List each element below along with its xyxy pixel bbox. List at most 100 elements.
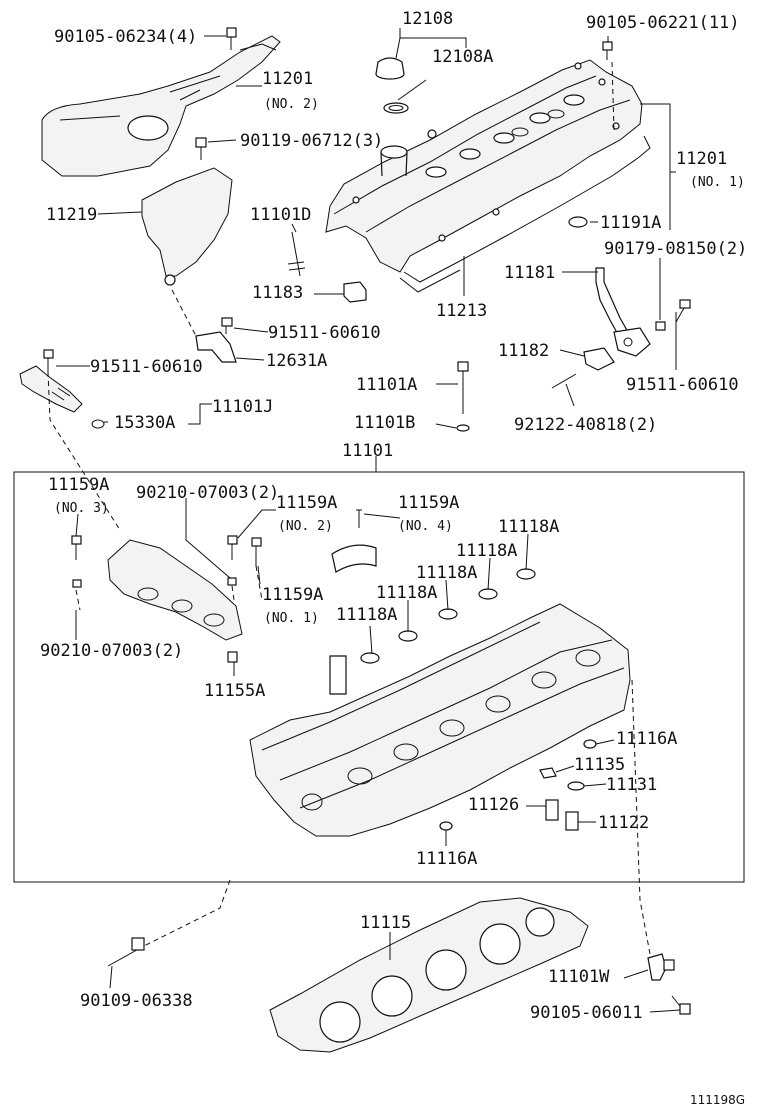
guide-lines-box [75,565,651,955]
callout-11219: 11219 [46,205,97,225]
stud-11101d-drawing [287,231,306,277]
bolt-11159a-no1-drawing [251,537,262,566]
tube-11181-drawing [595,267,651,357]
sleeve-drawing [329,655,347,695]
washer-11101b-drawing [456,424,470,432]
bolt-90119-06712-drawing [195,137,207,160]
stud-92122-40818-drawing [551,373,577,389]
o-ring-15330a-drawing [91,419,105,429]
callout-11101J: 11101J [212,397,273,417]
callout-11159A-no3-sub: (NO. 3) [54,501,109,516]
seal-90210-07003-a-drawing [227,577,237,586]
callout-11159A-no1-sub: (NO. 1) [264,611,319,626]
callout-11159A-no2: 11159A [276,493,337,513]
callout-11101W: 11101W [548,967,610,987]
callout-11159A-no3: 11159A [48,475,109,495]
bolt-91511-60610-left-drawing [43,349,54,372]
bolt-90105-06221-drawing [602,41,613,60]
callout-11155A: 11155A [204,681,265,701]
callout-15330A: 15330A [114,413,175,433]
callout-11201-no2-sub: (NO. 2) [264,97,319,112]
callout-91511-60610-b: 91511-60610 [90,357,203,377]
seal-90210-07003-b-drawing [72,579,82,588]
part-11135-drawing [539,767,557,779]
part-11126-drawing [545,799,559,821]
bolt-91511-60610-right-drawing [675,299,691,323]
nut-90179-08150-drawing [655,321,666,331]
grommet-11191a-drawing [568,216,588,228]
bolt-90105-06011-drawing [671,995,691,1015]
callout-11131: 11131 [606,775,657,795]
callout-11116A-2: 11116A [416,849,477,869]
callout-11115: 11115 [360,913,411,933]
bolt-11101a-drawing [457,361,469,414]
callout-11191A: 11191A [600,213,661,233]
bracket-12631a-drawing [195,317,237,363]
callout-11116A-1: 11116A [616,729,677,749]
valve-cover-gasket-drawing [399,135,651,293]
callout-90105-06234-4: 90105-06234(4) [54,27,197,47]
callout-12108: 12108 [402,9,453,29]
callout-90109-06338: 90109-06338 [80,991,193,1011]
callout-11159A-no1: 11159A [262,585,323,605]
guide-lines-upper [47,61,615,531]
plug-11101w-drawing [647,953,675,981]
part-11131-drawing [567,781,585,791]
callout-11135: 11135 [574,755,625,775]
leader-lines [56,28,681,1013]
bolt-11159a-no3-drawing [71,535,82,560]
callout-11159A-no4: 11159A [398,493,459,513]
callout-11159A-no4-sub: (NO. 4) [398,519,453,534]
plug-11116a-1-drawing [583,739,597,749]
plug-11155a-drawing [227,651,238,663]
callout-11101B: 11101B [354,413,415,433]
bolt-11159a-no4-drawing [356,509,362,528]
callout-11201-no1-sub: (NO. 1) [690,175,745,190]
valve-cover-drawing [325,59,643,273]
callout-90179-08150-2: 90179-08150(2) [604,239,747,259]
callout-11118A-2: 11118A [456,541,517,561]
callout-11213: 11213 [436,301,487,321]
gasket-11182-drawing [583,347,615,371]
callout-90119-06712-3: 90119-06712(3) [240,131,383,151]
callout-90210-07003-2-b: 90210-07003(2) [40,641,183,661]
head-gasket-drawing [269,897,589,1053]
figure-code: 111198G [690,1093,745,1107]
engine-cover-no2-drawing [41,35,281,177]
part-11183-drawing [343,281,367,303]
callout-90105-06011: 90105-06011 [530,1003,643,1023]
part-11122-drawing [565,811,579,831]
callout-91511-60610-c: 91511-60610 [626,375,739,395]
oil-filler-cap-drawing [375,57,409,114]
plug-11116a-2-drawing [439,821,453,831]
callout-11183: 11183 [252,283,303,303]
callout-12631A: 12631A [266,351,327,371]
assembly-box-label: 11101 [342,441,393,461]
bolt-90109-06338-drawing [107,937,145,967]
callout-90210-07003-2-a: 90210-07003(2) [136,483,279,503]
callout-11101D: 11101D [250,205,311,225]
callout-11181: 11181 [504,263,555,283]
callout-11159A-no2-sub: (NO. 2) [278,519,333,534]
callout-11122: 11122 [598,813,649,833]
oil-control-valve-11101j-drawing [19,365,83,413]
bearing-cap-drawing [331,544,377,573]
cylinder-head-drawing [249,603,631,837]
bolt-90105-06234-drawing [226,27,237,50]
callout-11201-no1: 11201 [676,149,727,169]
bolt-11159a-no2-drawing [227,535,238,560]
callout-11118A-4: 11118A [376,583,437,603]
callout-11118A-1: 11118A [498,517,559,537]
callout-11118A-5: 11118A [336,605,397,625]
callout-91511-60610-a: 91511-60610 [268,323,381,343]
cam-housing-drawing [107,539,243,641]
callout-90105-06221-11: 90105-06221(11) [586,13,740,33]
plugs-11118a-drawing [360,568,536,664]
insulator-11219-drawing [141,167,233,286]
callout-11126: 11126 [468,795,519,815]
callout-11118A-3: 11118A [416,563,477,583]
callout-11182: 11182 [498,341,549,361]
cylinder-head-assembly-frame [13,471,745,883]
